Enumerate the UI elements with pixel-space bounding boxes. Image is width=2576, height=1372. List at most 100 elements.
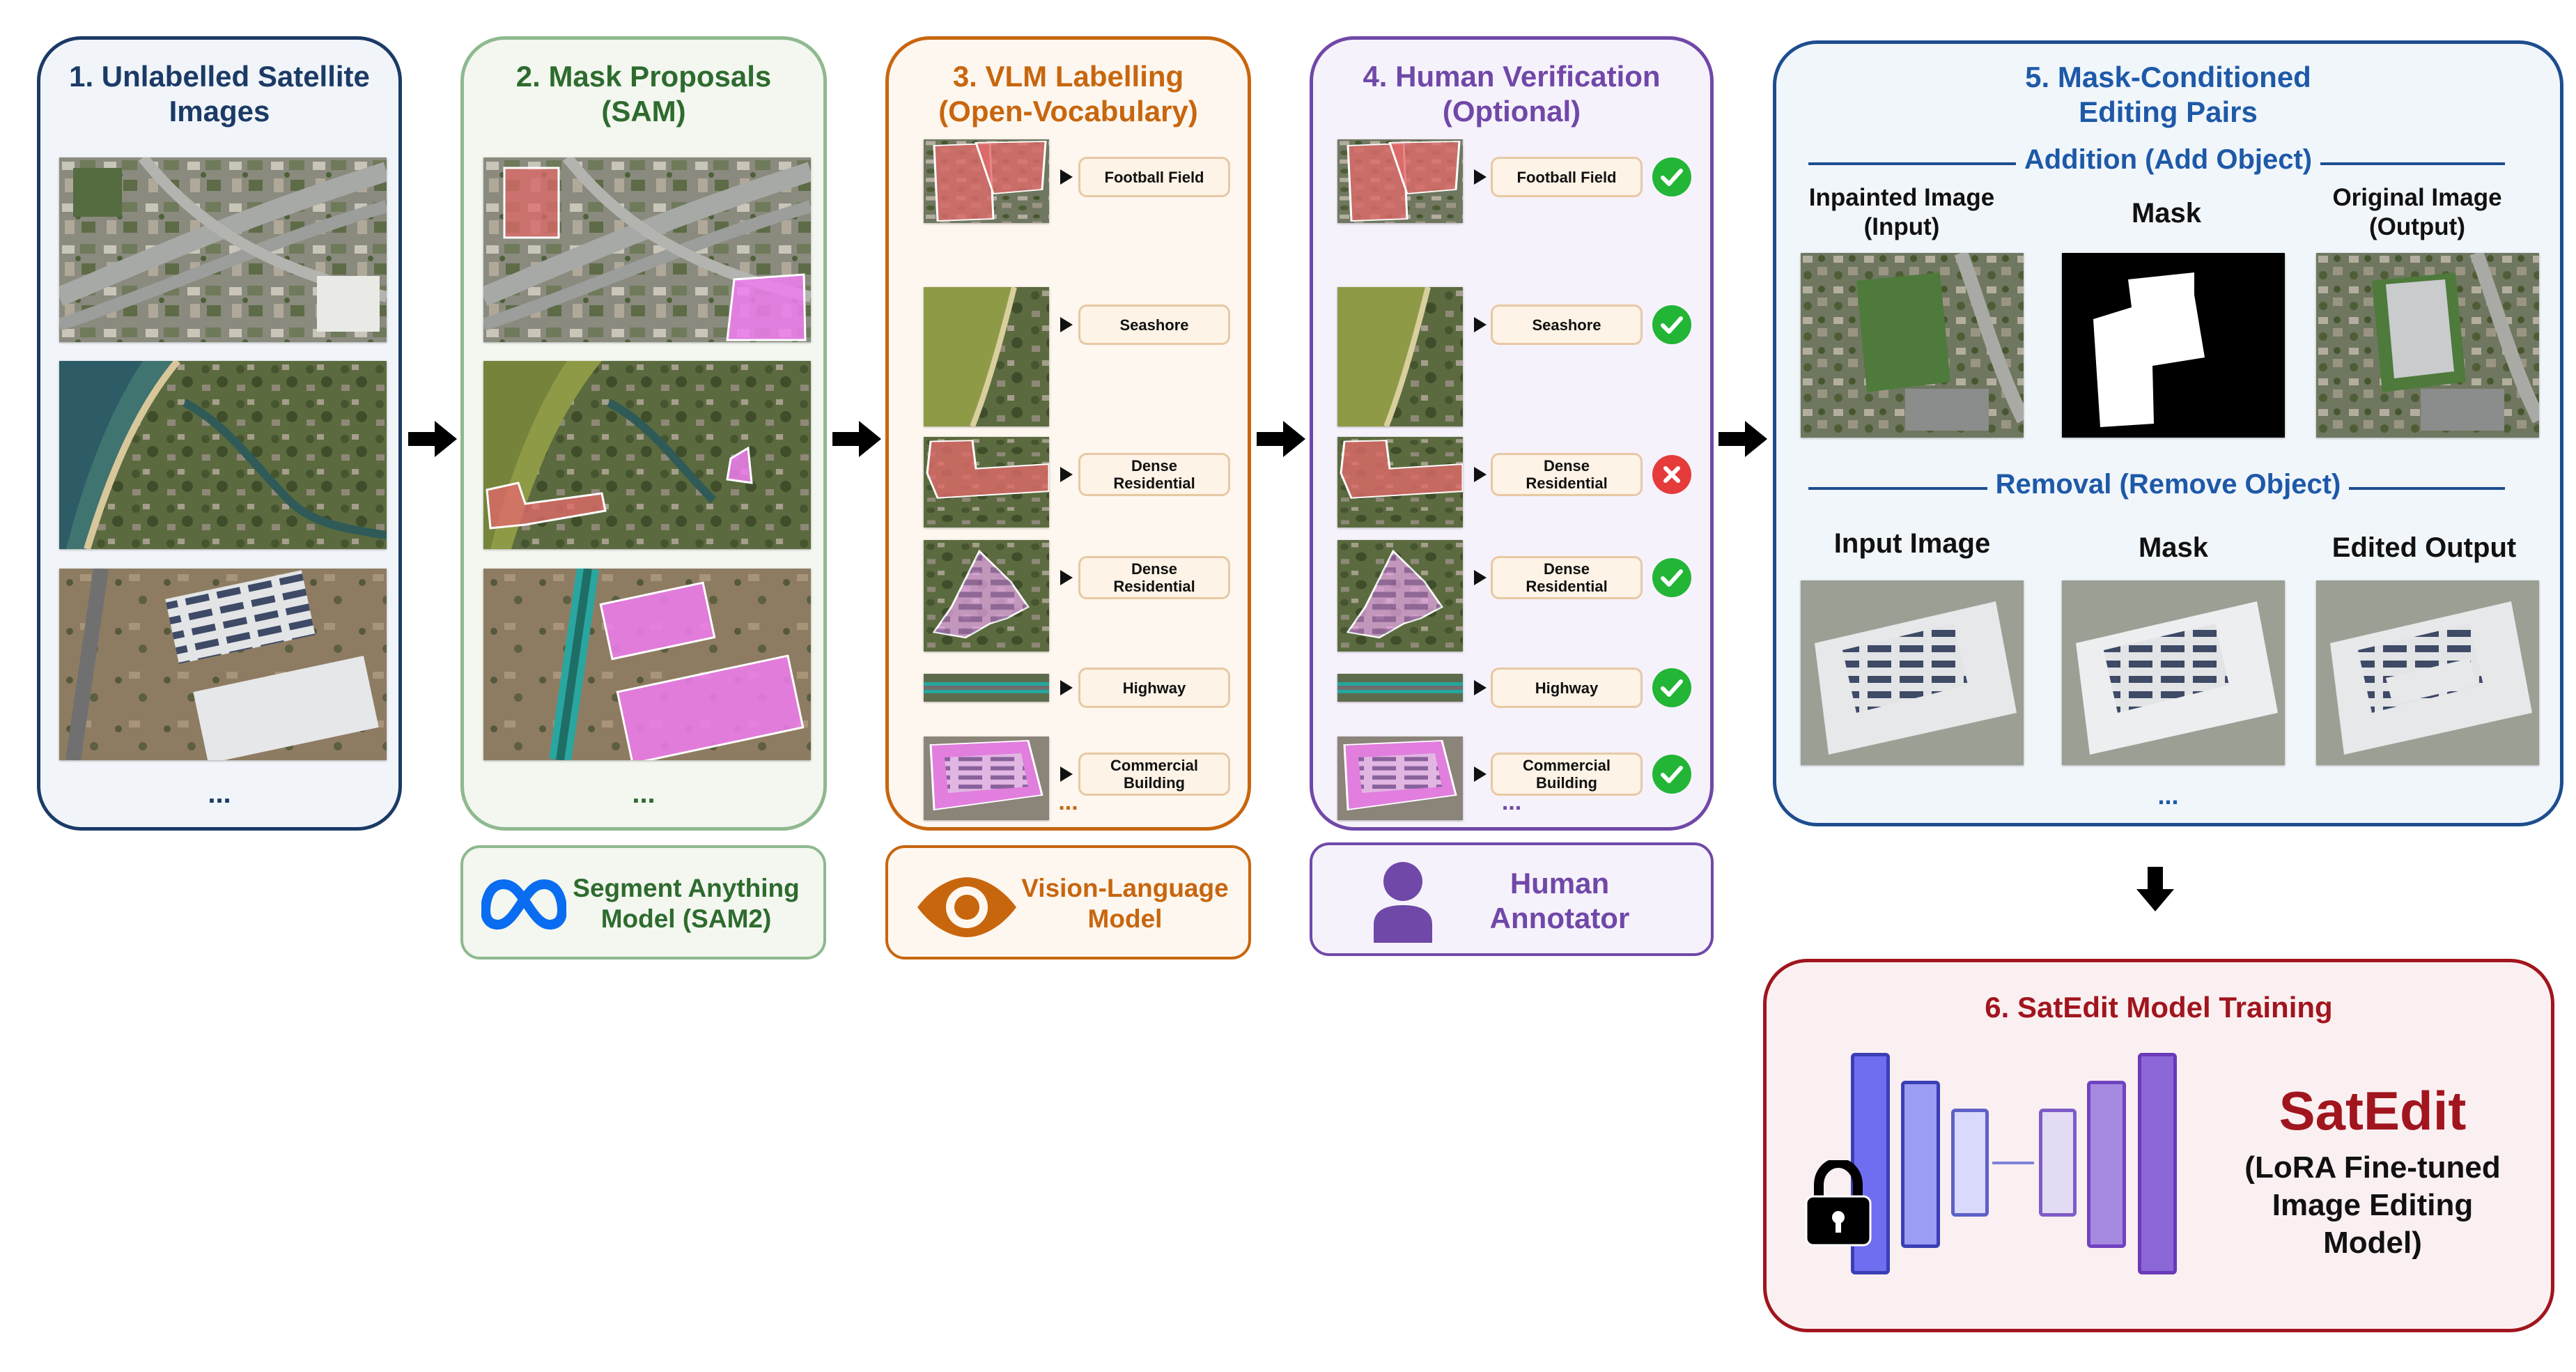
sam2-model-footer: Segment Anything Model (SAM2) <box>460 845 826 959</box>
class-label: Football Field <box>1078 157 1230 197</box>
pointer-triangle-icon <box>1060 766 1073 782</box>
removal-output-image <box>2316 580 2539 765</box>
pointer-triangle-icon <box>1474 766 1487 782</box>
arrow-icon <box>1718 421 1767 457</box>
pointer-triangle-icon <box>1474 467 1487 482</box>
class-label: Highway <box>1491 668 1643 708</box>
panel-title: 5. Mask-Conditioned Editing Pairs <box>2025 61 2311 128</box>
bottleneck-connector <box>1992 1162 2034 1164</box>
cross-icon <box>1652 455 1691 494</box>
thumbnail-field <box>1337 139 1463 223</box>
thumbnail-resid2 <box>924 540 1049 652</box>
satellite-image-warehouses <box>59 569 387 760</box>
thumbnail-commercial <box>1337 737 1463 820</box>
class-label: Dense Residential <box>1491 453 1643 496</box>
original-output-image <box>2316 253 2539 438</box>
class-label: Commercial Building <box>1078 753 1230 796</box>
footer-label: Vision-Language Model <box>1021 874 1229 933</box>
masked-image-coastline <box>483 361 811 549</box>
addition-col-output: Original Image (Output) <box>2332 184 2502 240</box>
thumbnail-highway <box>924 674 1049 702</box>
more-images-ellipsis: ... <box>208 778 231 809</box>
check-icon <box>1652 755 1691 794</box>
thumbnail-resid <box>924 437 1049 527</box>
check-icon <box>1652 668 1691 707</box>
decoder-block-3 <box>2039 1109 2077 1217</box>
satellite-image-interchange <box>59 157 387 342</box>
inpainted-input-image <box>1801 253 2024 438</box>
thumbnail-shore <box>1337 287 1463 426</box>
footer-label: Segment Anything Model (SAM2) <box>573 874 800 933</box>
panel-title: 2. Mask Proposals (SAM) <box>515 60 772 128</box>
pointer-triangle-icon <box>1474 680 1487 695</box>
more-images-ellipsis: ... <box>632 778 655 809</box>
class-label: Seashore <box>1078 305 1230 345</box>
decoder-block-1 <box>2138 1053 2177 1274</box>
thumbnail-resid2 <box>1337 540 1463 652</box>
class-label: Football Field <box>1491 157 1643 197</box>
check-icon <box>1652 157 1691 196</box>
removal-col-output: Edited Output <box>2331 532 2517 563</box>
thumbnail-highway <box>1337 674 1463 702</box>
panel-vlm-labelling: 3. VLM Labelling (Open-Vocabulary) Footb… <box>885 36 1251 831</box>
more-labels-ellipsis: ... <box>1501 789 1522 815</box>
check-icon <box>1652 305 1691 344</box>
panel-title: 1. Unlabelled Satellite Images <box>69 60 370 128</box>
pointer-triangle-icon <box>1060 570 1073 585</box>
pointer-triangle-icon <box>1060 467 1073 482</box>
encoder-block-3 <box>1951 1109 1989 1217</box>
panel-title: 6. SatEdit Model Training <box>1985 991 2333 1024</box>
vlm-model-footer: Vision-Language Model <box>885 845 1251 959</box>
pointer-triangle-icon <box>1060 317 1073 332</box>
thumbnail-field <box>924 139 1049 223</box>
decoder-block-2 <box>2087 1081 2126 1248</box>
panel-model-training: 6. SatEdit Model Training SatEdit (LoRA … <box>1763 959 2554 1332</box>
lock-icon <box>1805 1160 1872 1247</box>
class-label: Dense Residential <box>1078 556 1230 599</box>
panel-editing-pairs: 5. Mask-Conditioned Editing Pairs Additi… <box>1773 40 2563 826</box>
pointer-triangle-icon <box>1474 317 1487 332</box>
human-annotator-footer: Human Annotator <box>1310 842 1714 956</box>
addition-col-mask: Mask <box>2131 198 2202 229</box>
masked-image-warehouses <box>483 569 811 760</box>
addition-mask-image <box>2062 253 2285 438</box>
removal-section-title: Removal (Remove Object) <box>1987 469 2350 500</box>
removal-col-input: Input Image <box>1833 528 1991 559</box>
model-description: (LoRA Fine-tuned Image Editing Model) <box>2244 1150 2501 1260</box>
arrow-icon <box>832 421 881 457</box>
more-labels-ellipsis: ... <box>1058 789 1078 815</box>
panel-title: 3. VLM Labelling (Open-Vocabulary) <box>938 60 1198 128</box>
removal-mask-image <box>2062 580 2285 765</box>
class-label: Dense Residential <box>1491 556 1643 599</box>
class-label: Dense Residential <box>1078 453 1230 496</box>
footer-label: Human Annotator <box>1489 867 1630 934</box>
pointer-triangle-icon <box>1474 570 1487 585</box>
thumbnail-shore <box>924 287 1049 426</box>
person-icon <box>1374 862 1432 943</box>
arrow-icon <box>2136 867 2174 911</box>
arrow-icon <box>1257 421 1305 457</box>
panel-unlabelled-images: 1. Unlabelled Satellite Images ... <box>37 36 402 831</box>
removal-input-image <box>1801 580 2024 765</box>
model-name: SatEdit <box>2279 1080 2467 1141</box>
thumbnail-commercial <box>924 737 1049 820</box>
thumbnail-resid <box>1337 437 1463 527</box>
panel-mask-proposals: 2. Mask Proposals (SAM) ... <box>460 36 827 831</box>
removal-col-mask: Mask <box>2138 532 2209 563</box>
panel-title: 4. Human Verification (Optional) <box>1363 60 1661 128</box>
satellite-image-coastline <box>59 361 387 549</box>
masked-image-interchange <box>483 157 811 342</box>
class-label: Seashore <box>1491 305 1643 345</box>
class-label: Highway <box>1078 668 1230 708</box>
arrow-icon <box>408 421 457 457</box>
pointer-triangle-icon <box>1060 680 1073 695</box>
encoder-block-2 <box>1901 1081 1940 1248</box>
more-pairs-ellipsis: ... <box>2157 781 2179 810</box>
meta-infinity-icon <box>481 879 566 930</box>
class-label: Commercial Building <box>1491 753 1643 796</box>
check-icon <box>1652 558 1691 597</box>
addition-col-input: Inpainted Image (Input) <box>1808 184 1995 240</box>
addition-section-title: Addition (Add Object) <box>2015 144 2321 176</box>
pointer-triangle-icon <box>1060 169 1073 185</box>
panel-human-verification: 4. Human Verification (Optional) Footbal… <box>1310 36 1714 831</box>
